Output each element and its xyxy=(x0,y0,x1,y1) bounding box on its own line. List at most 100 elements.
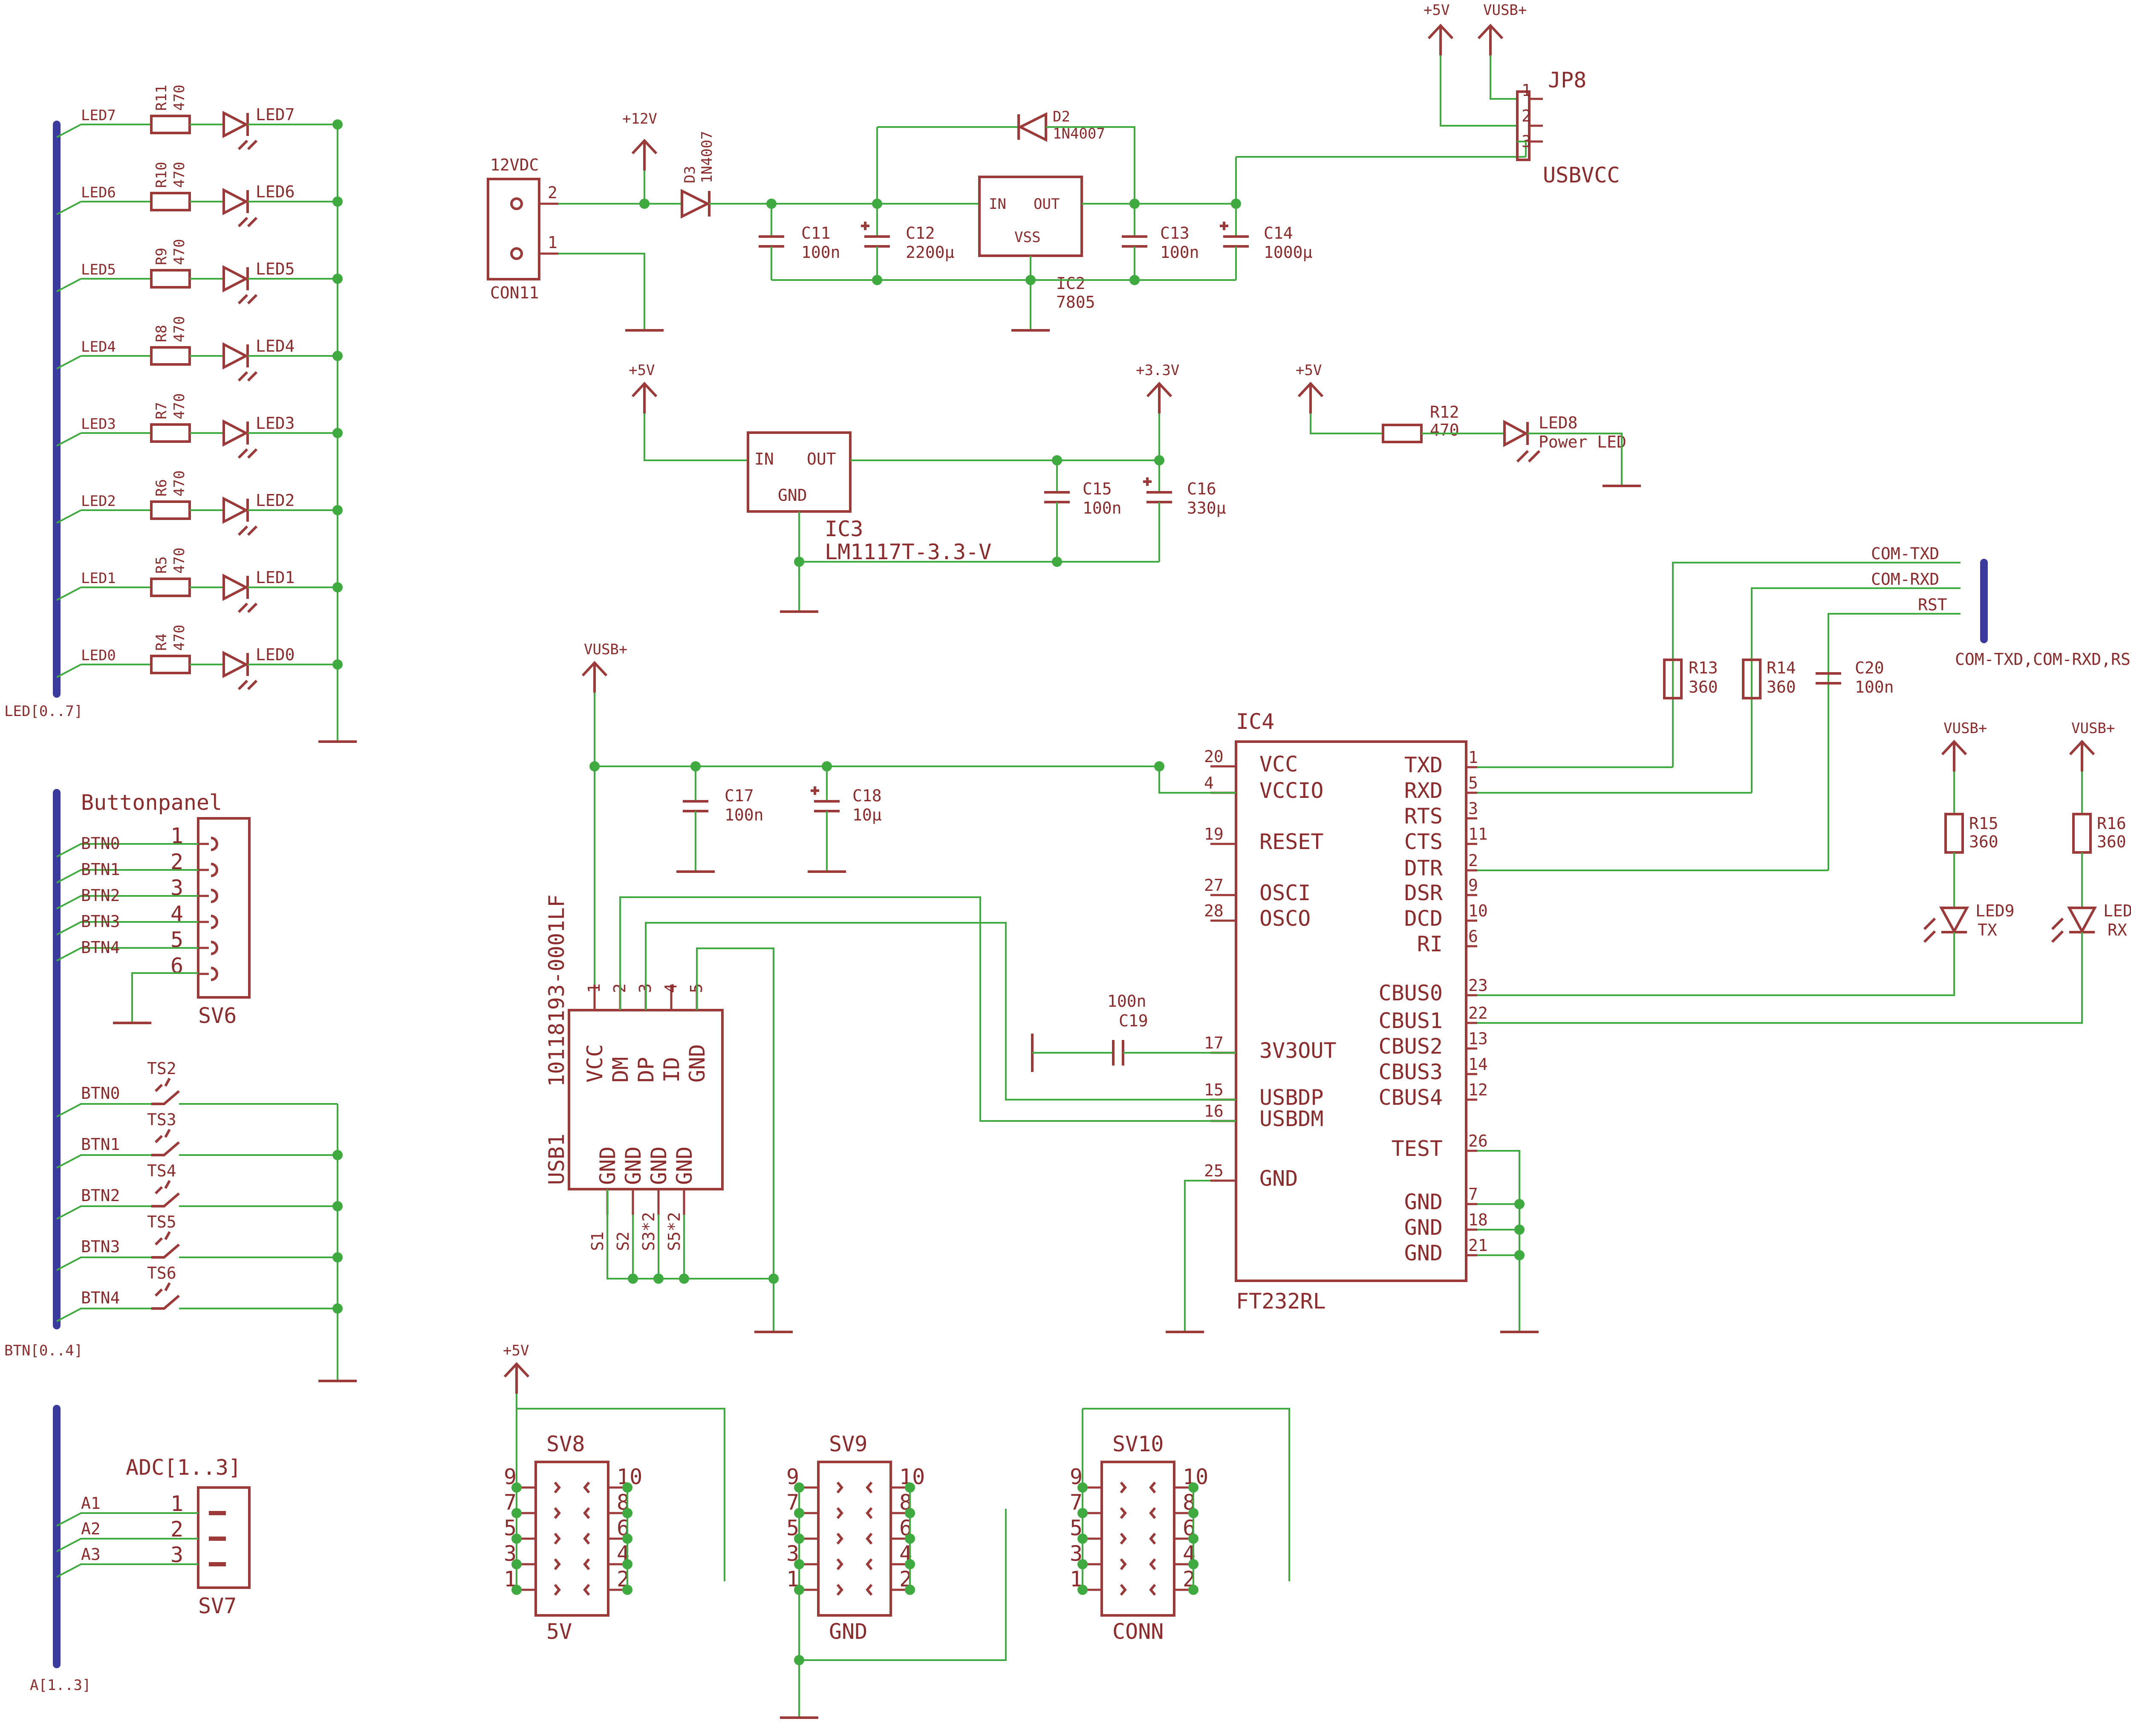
resistor-name: R6 xyxy=(153,479,170,497)
svg-text:100n: 100n xyxy=(1855,678,1894,696)
led-name: LED7 xyxy=(256,105,295,124)
pin-name: VCC xyxy=(583,1044,607,1083)
pin-name: GND xyxy=(1404,1241,1443,1265)
header-name: SV10 xyxy=(1112,1432,1164,1456)
svg-text:SV7: SV7 xyxy=(198,1594,237,1618)
pin-name: DP xyxy=(634,1057,658,1083)
svg-text:C20: C20 xyxy=(1855,659,1884,677)
pin-number: 18 xyxy=(1468,1210,1488,1229)
svg-text:+5V: +5V xyxy=(1296,362,1322,379)
switch-contact xyxy=(151,1090,180,1105)
com-section: COM-TXD,COM-RXD,RST COM-TXD COM-RXD RST … xyxy=(1477,544,2131,871)
header-name: SV9 xyxy=(829,1432,867,1456)
svg-text:C13: C13 xyxy=(1160,224,1190,243)
pin-name: CBUS2 xyxy=(1378,1034,1443,1059)
pin-name: GND xyxy=(1404,1215,1443,1240)
net-label: A1 xyxy=(81,1494,101,1513)
net-label: A2 xyxy=(81,1519,101,1538)
svg-text:2: 2 xyxy=(1522,107,1531,125)
svg-text:VSS: VSS xyxy=(1014,229,1040,246)
resistor-value: 470 xyxy=(171,162,188,188)
svg-text:JP8: JP8 xyxy=(1548,68,1586,92)
led-resistor xyxy=(150,346,191,366)
switch-contact xyxy=(151,1141,180,1156)
pin-name: CBUS4 xyxy=(1378,1085,1443,1110)
pin-number: 23 xyxy=(1468,976,1488,995)
net-label: BTN3 xyxy=(81,912,120,931)
pin-number: 12 xyxy=(1468,1080,1488,1099)
net-label: LED1 xyxy=(81,570,116,587)
pin-number: 2 xyxy=(170,1517,183,1542)
pin-name: GND xyxy=(1404,1190,1443,1214)
svg-text:OUT: OUT xyxy=(1034,196,1060,213)
resistor-value: 470 xyxy=(171,548,188,574)
svg-text:2: 2 xyxy=(548,183,557,202)
net-label: LED7 xyxy=(81,107,116,124)
svg-text:12VDC: 12VDC xyxy=(490,156,539,174)
svg-text:R16: R16 xyxy=(2097,814,2126,833)
svg-text:+5V: +5V xyxy=(503,1342,529,1359)
header-value: CONN xyxy=(1112,1619,1164,1644)
svg-text:LED8: LED8 xyxy=(1539,413,1578,432)
pin-name: RESET xyxy=(1259,829,1324,854)
svg-text:C12: C12 xyxy=(906,224,935,243)
svg-text:D2: D2 xyxy=(1053,108,1070,125)
svg-text:10μ: 10μ xyxy=(852,806,882,824)
svg-text:VUSB+: VUSB+ xyxy=(1943,720,1987,737)
svg-text:VUSB+: VUSB+ xyxy=(1483,2,1527,19)
svg-text:IC2: IC2 xyxy=(1056,274,1086,293)
svg-text:LM1117T-3.3-V: LM1117T-3.3-V xyxy=(825,540,991,564)
net-label: BTN1 xyxy=(81,1135,120,1154)
pin-name: DCD xyxy=(1404,906,1443,931)
resistor-value: 470 xyxy=(171,471,188,497)
svg-text:100n: 100n xyxy=(1160,243,1199,262)
power-33v-section: +5V IN OUT GND IC3 LM1117T-3.3-V +3.3V C… xyxy=(629,362,1226,612)
pin-number: 25 xyxy=(1204,1161,1224,1180)
net-label: LED5 xyxy=(81,261,116,278)
net-label: BTN2 xyxy=(81,1186,120,1205)
r13-resistor xyxy=(1663,659,1683,699)
pin-name: GND xyxy=(1259,1166,1298,1191)
pin-number: 26 xyxy=(1468,1132,1488,1150)
pin-name: OSCO xyxy=(1259,906,1311,931)
jp8-section: +5V VUSB+ 1 2 3 JP8 USBVCC xyxy=(1424,2,1620,188)
led-diode xyxy=(222,342,249,370)
pin-name: RI xyxy=(1417,932,1443,956)
led-bus-label: LED[0..7] xyxy=(4,703,83,720)
svg-text:COM-RXD: COM-RXD xyxy=(1871,570,1939,589)
net-label: BTN0 xyxy=(81,834,120,853)
r16-resistor xyxy=(2072,813,2092,854)
pin-number: 22 xyxy=(1468,1004,1488,1023)
net-label: LED6 xyxy=(81,184,116,201)
resistor-name: R8 xyxy=(153,325,170,342)
svg-text:IN: IN xyxy=(754,450,774,468)
net-label: LED0 xyxy=(81,647,116,664)
pin-number: 10 xyxy=(1468,901,1488,920)
resistor-name: R10 xyxy=(153,162,170,188)
led-resistor xyxy=(150,578,191,597)
txrx-leds: VUSB+ VUSB+ R15 360 R16 360 LED9 TX LED1… xyxy=(1477,720,2131,1024)
buttonpanel-section: Buttonpanel BTN[0..4] SV6 1BTN02BTN13BTN… xyxy=(4,789,357,1381)
svg-text:330μ: 330μ xyxy=(1187,499,1226,517)
switch-contact xyxy=(151,1243,180,1259)
led-name: LED0 xyxy=(256,645,295,664)
pin-number: 13 xyxy=(1468,1029,1488,1048)
pin-number: S2 xyxy=(614,1231,632,1251)
svg-text:CON11: CON11 xyxy=(490,283,539,302)
con11-connector xyxy=(487,178,540,280)
pin-name: USBDP xyxy=(1259,1085,1324,1110)
pin-name: DTR xyxy=(1404,856,1443,881)
led-diode xyxy=(222,419,249,447)
svg-text:+5V: +5V xyxy=(629,362,655,379)
svg-text:R15: R15 xyxy=(1969,814,1998,833)
power-led-section: +5V R12 470 LED8 Power LED xyxy=(1296,362,1641,486)
